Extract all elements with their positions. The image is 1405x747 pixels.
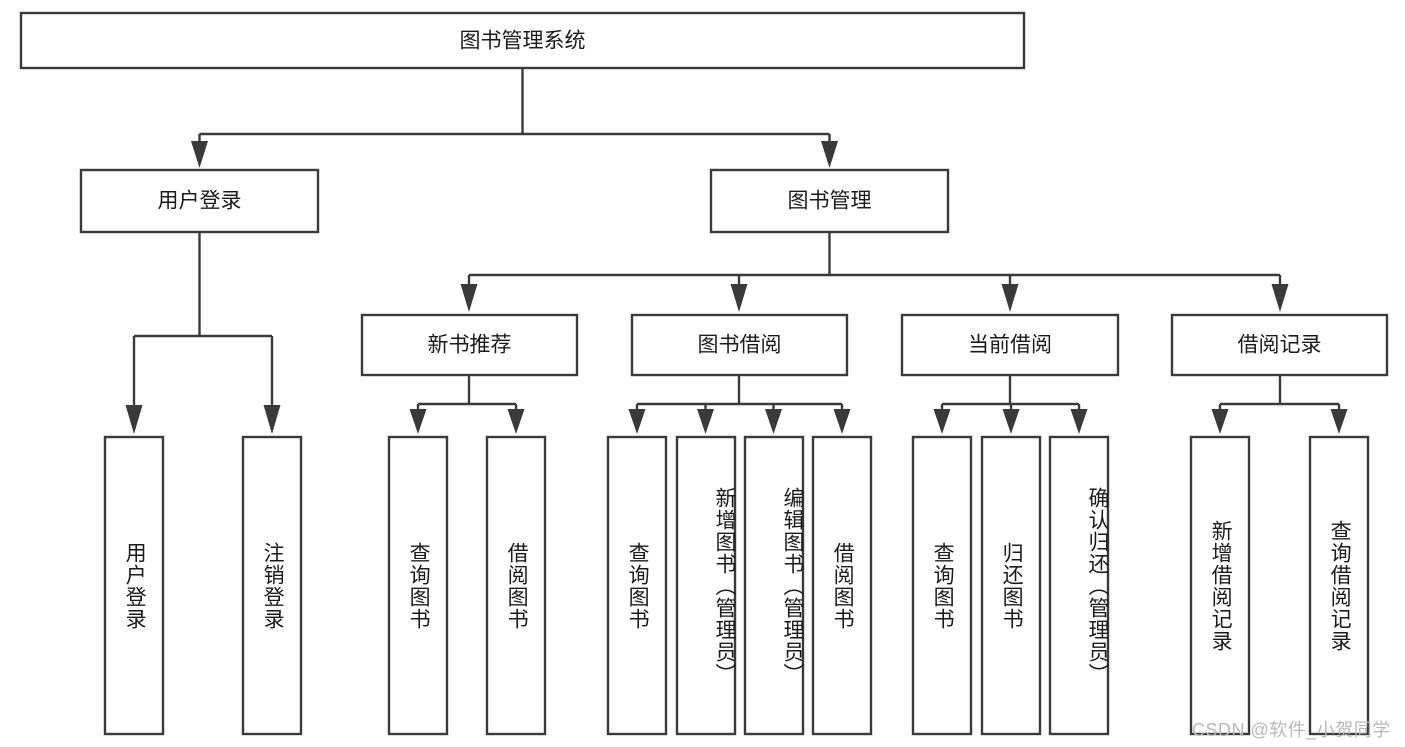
arrow-head-query-borrow-record bbox=[1330, 409, 1348, 434]
csdn-watermark: CSDN @软件_小贺同学 bbox=[1192, 720, 1391, 740]
connector-group-user-login bbox=[125, 232, 281, 434]
arrow-head-edit-book-admin bbox=[765, 409, 782, 434]
connector-group-borrow-records bbox=[1211, 375, 1348, 434]
node-label-new-book-recommend: 新书推荐 bbox=[428, 334, 512, 357]
node-box-book-management[interactable] bbox=[709, 168, 950, 234]
arrow-head-borrow-records bbox=[1271, 284, 1289, 312]
arrow-head-new-book-recommend bbox=[460, 284, 478, 312]
arrow-head-add-book-admin bbox=[697, 409, 714, 434]
node-label-root: 图书管理系统 bbox=[460, 30, 586, 53]
node-box-user-logout[interactable] bbox=[241, 435, 303, 736]
node-box-root[interactable] bbox=[19, 11, 1026, 70]
arrow-head-borrow-book-2 bbox=[833, 409, 851, 434]
arrow-head-user-login bbox=[191, 141, 208, 168]
connector-group-current-borrow bbox=[933, 375, 1088, 434]
node-box-add-book-admin[interactable] bbox=[675, 435, 737, 736]
arrow-head-current-borrow bbox=[1001, 284, 1019, 312]
arrow-head-book-borrow bbox=[730, 284, 748, 312]
leaf-boxes bbox=[103, 435, 1370, 736]
node-box-current-borrow[interactable] bbox=[900, 313, 1120, 377]
node-borrow-records[interactable]: 借阅记录 bbox=[1170, 313, 1389, 377]
arrow-head-query-book-1 bbox=[409, 409, 427, 434]
node-box-query-book-3[interactable] bbox=[911, 435, 973, 736]
node-label-book-borrow: 图书借阅 bbox=[698, 334, 782, 357]
arrow-head-confirm-return-admin bbox=[1070, 409, 1088, 434]
arrow-head-borrow-book-1 bbox=[507, 409, 525, 434]
node-label-book-management: 图书管理 bbox=[788, 190, 872, 213]
node-user-login[interactable]: 用户登录 bbox=[79, 168, 320, 234]
node-box-edit-book-admin[interactable] bbox=[743, 435, 805, 736]
node-root[interactable]: 图书管理系统 bbox=[19, 11, 1026, 70]
connector-group-book-management bbox=[460, 232, 1289, 312]
node-box-return-book[interactable] bbox=[980, 435, 1042, 736]
node-box-confirm-return-admin[interactable] bbox=[1048, 435, 1110, 736]
node-current-borrow[interactable]: 当前借阅 bbox=[900, 313, 1120, 377]
arrow-head-user-login-do bbox=[125, 405, 143, 434]
node-box-query-book-2[interactable] bbox=[606, 435, 668, 736]
node-box-user-login-do[interactable] bbox=[103, 435, 165, 736]
node-label-borrow-records: 借阅记录 bbox=[1238, 334, 1322, 357]
arrow-head-user-logout bbox=[263, 405, 281, 434]
node-box-add-borrow-record[interactable] bbox=[1189, 435, 1251, 736]
arrow-head-query-book-3 bbox=[933, 409, 951, 434]
arrow-head-query-book-2 bbox=[628, 409, 646, 434]
node-box-borrow-book-2[interactable] bbox=[811, 435, 873, 736]
node-box-borrow-book-1[interactable] bbox=[485, 435, 547, 736]
connector-group-new-book-recommend bbox=[409, 375, 525, 434]
node-box-book-borrow[interactable] bbox=[630, 313, 849, 377]
node-box-new-book-recommend[interactable] bbox=[360, 313, 579, 377]
node-new-book-recommend[interactable]: 新书推荐 bbox=[360, 313, 579, 377]
node-box-query-book-1[interactable] bbox=[387, 435, 449, 736]
node-box-query-borrow-record[interactable] bbox=[1308, 435, 1370, 736]
node-box-borrow-records[interactable] bbox=[1170, 313, 1389, 377]
node-label-current-borrow: 当前借阅 bbox=[968, 334, 1052, 357]
node-box-user-login[interactable] bbox=[79, 168, 320, 234]
connector-group-book-borrow bbox=[628, 375, 851, 434]
connector-group-root bbox=[191, 68, 838, 168]
node-book-borrow[interactable]: 图书借阅 bbox=[630, 313, 849, 377]
node-label-user-login: 用户登录 bbox=[158, 190, 242, 213]
arrow-head-book-management bbox=[821, 141, 838, 168]
node-book-management[interactable]: 图书管理 bbox=[709, 168, 950, 234]
arrow-head-return-book bbox=[1002, 409, 1020, 434]
arrow-head-add-borrow-record bbox=[1211, 409, 1229, 434]
